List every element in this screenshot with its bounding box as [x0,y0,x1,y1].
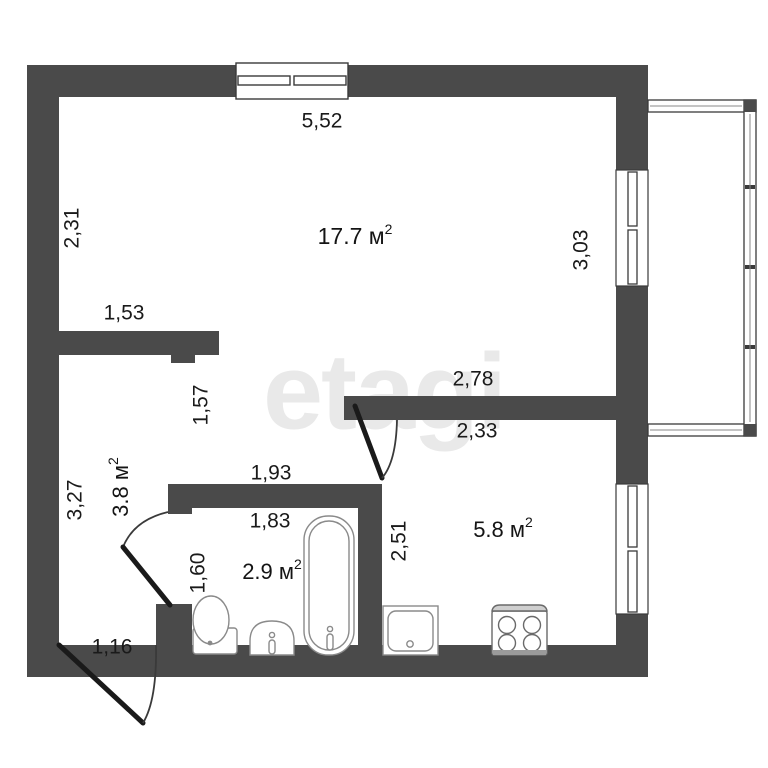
dimension-entry-wall-width: 1,16 [92,636,133,659]
room-area-labels: 17.7 м2 3.8 м2 2.9 м2 5.8 м2 [105,221,533,584]
living-room-window-top [235,62,349,100]
dimension-labels: 5,52 2,31 3,03 1,53 1,57 2,78 2,33 1,93 … [61,110,593,659]
wall-top-left [27,65,236,97]
wall-top-right [348,65,648,97]
wall-bathroom-kitchen [358,484,382,649]
kitchen-door [352,403,398,481]
entrance-door [56,642,157,726]
toilet [192,595,238,655]
area-label-bathroom: 2.9 м2 [242,556,302,584]
wall-right-upper [616,65,648,170]
dimension-bathroom-width: 1,83 [250,510,291,533]
watermark-etagi: etagi [263,331,505,452]
dimension-niche-width: 1,53 [104,302,145,325]
dimension-hallway-inner-height: 1,57 [190,385,213,426]
bathtub [303,515,355,656]
wall-right-middle [616,286,648,484]
wall-bathroom-left-stub [168,484,192,514]
wall-living-kitchen [344,396,616,420]
area-label-living-room: 17.7 м2 [318,221,393,249]
dimension-left-upper-height: 2,31 [61,208,84,249]
wall-niche-stub [171,331,195,363]
dimension-hallway-width: 1,93 [251,462,292,485]
dimension-bathroom-height: 1,60 [187,553,210,594]
kitchen-window-right [615,483,649,615]
bathroom-door [120,511,173,608]
wall-bathroom-top [168,484,382,508]
dimension-kitchen-lower-width: 2,33 [457,420,498,443]
dimension-top-wall-width: 5,52 [302,110,343,133]
area-label-hallway: 3.8 м2 [105,457,133,517]
wall-left-outer [27,65,59,677]
living-room-window-right [615,169,649,287]
area-label-kitchen: 5.8 м2 [473,514,533,542]
wash-basin [249,620,295,656]
dimension-right-upper-height: 3,03 [570,230,593,271]
dimension-kitchen-upper-width: 2,78 [453,368,494,391]
dimension-left-lower-height: 3,27 [64,480,87,521]
balcony-glazing [647,99,757,437]
cooking-stove [491,604,548,656]
wall-bathroom-left-lower [156,604,192,649]
kitchen-sink [382,605,439,656]
dimension-kitchen-height: 2,51 [388,521,411,562]
